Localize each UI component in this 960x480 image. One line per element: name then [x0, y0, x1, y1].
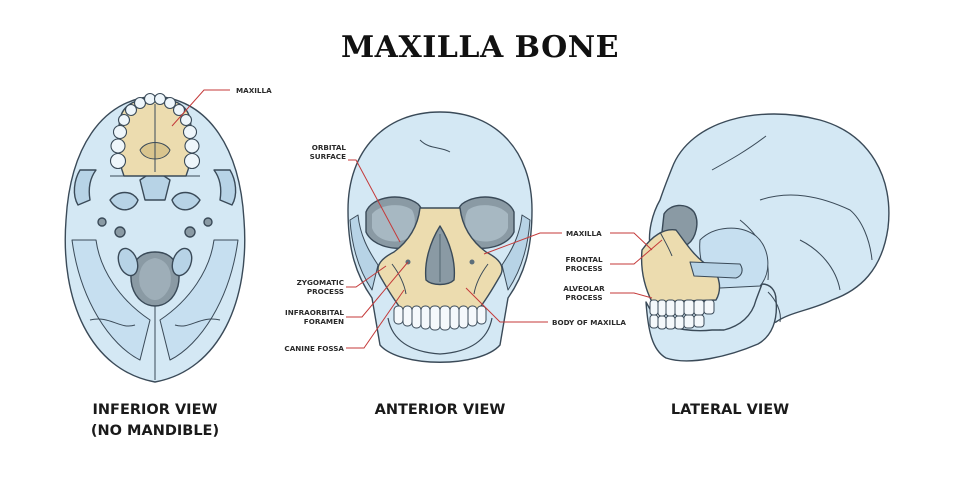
label-frontal-process: FRONTAL PROCESS [560, 255, 608, 273]
label-infraorbital-foramen: INFRAORBITAL FORAMEN [270, 308, 344, 326]
lateral-view-label: LATERAL VIEW [670, 402, 790, 418]
label-zygomatic-process: ZYGOMATIC PROCESS [276, 278, 344, 296]
anterior-view-label: ANTERIOR VIEW [374, 402, 506, 418]
label-alveolar-process-line1: ALVEOLAR [563, 284, 605, 293]
label-inferior-maxilla: MAXILLA [236, 86, 272, 95]
label-orbital-surface: ORBITAL SURFACE [290, 143, 346, 161]
label-anterior-maxilla: MAXILLA [566, 229, 602, 238]
leader-lines [171, 89, 663, 349]
label-alveolar-process: ALVEOLAR PROCESS [558, 284, 610, 302]
label-frontal-process-line2: PROCESS [565, 264, 603, 273]
label-body-of-maxilla: BODY OF MAXILLA [552, 318, 626, 327]
label-canine-fossa: CANINE FOSSA [284, 344, 344, 353]
label-orbital-surface-line1: ORBITAL [311, 143, 346, 152]
lateral-view-skull [640, 113, 890, 362]
inferior-view-label-line1: INFERIOR VIEW [92, 402, 218, 418]
label-infraorbital-foramen-line2: FORAMEN [303, 317, 344, 326]
label-zygomatic-process-line2: PROCESS [306, 287, 344, 296]
inferior-view-skull [64, 92, 246, 383]
label-infraorbital-foramen-line1: INFRAORBITAL [285, 308, 344, 317]
label-zygomatic-process-line1: ZYGOMATIC [296, 278, 344, 287]
anterior-view-skull [347, 111, 533, 363]
label-alveolar-process-line2: PROCESS [565, 293, 603, 302]
label-frontal-process-line1: FRONTAL [565, 255, 603, 264]
label-orbital-surface-line2: SURFACE [309, 152, 346, 161]
page-title: MAXILLA BONE [340, 30, 620, 65]
inferior-view-label-line2: (NO MANDIBLE) [90, 423, 220, 439]
inferior-view-label: INFERIOR VIEW (NO MANDIBLE) [60, 400, 250, 442]
